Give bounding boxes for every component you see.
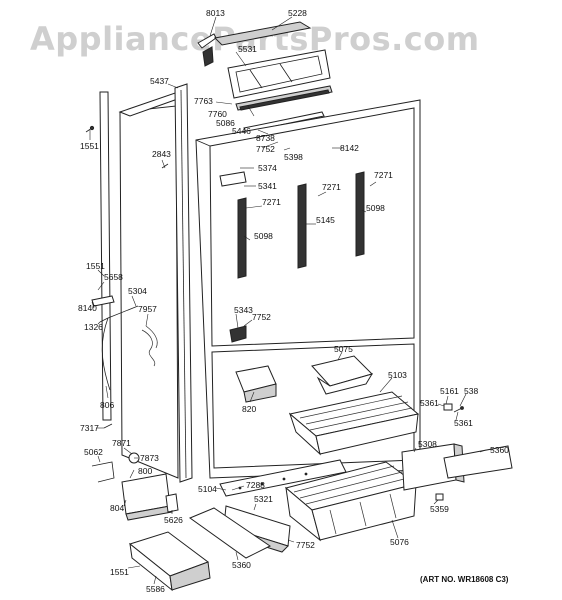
callout-5321: 5321 — [254, 494, 273, 504]
callout-5658: 5658 — [104, 272, 123, 282]
callout-1326: 1326 — [84, 322, 103, 332]
callout-5437: 5437 — [150, 76, 169, 86]
part-806-tube — [101, 317, 111, 391]
part-5076-lower-basket — [284, 461, 418, 542]
callout-5361-right: 5361 — [454, 418, 473, 428]
callout-804: 804 — [110, 503, 124, 513]
callout-5343: 5343 — [234, 305, 253, 315]
callout-8140: 8140 — [78, 303, 97, 313]
callout-7271-left: 7271 — [262, 197, 281, 207]
callout-806: 806 — [100, 400, 114, 410]
part-5062-bracket — [91, 461, 115, 483]
callout-7957: 7957 — [138, 304, 157, 314]
callout-5104: 5104 — [198, 484, 217, 494]
callout-8013: 8013 — [206, 8, 225, 18]
part-538-screw — [453, 406, 464, 413]
part-5360-cover-right — [443, 445, 513, 479]
callout-7871: 7871 — [112, 438, 131, 448]
part-5075-pan — [311, 355, 374, 395]
part-5626-clip — [165, 493, 179, 513]
callout-1551-bottom: 1551 — [110, 567, 129, 577]
callout-7288: 7288 — [246, 480, 265, 490]
part-5098-rail-right — [355, 171, 365, 257]
callout-1551-top: 1551 — [80, 141, 99, 151]
part-7760-rail — [235, 85, 333, 111]
callout-5098-left: 5098 — [254, 231, 273, 241]
art-number: (ART NO. WR18608 C3) — [420, 575, 509, 584]
callout-5098-right: 5098 — [366, 203, 385, 213]
callout-820: 820 — [242, 404, 256, 414]
part-screw-7317 — [103, 423, 113, 429]
part-trim-strip-left — [99, 91, 112, 421]
callout-5062: 5062 — [84, 447, 103, 457]
part-cabinet-side-panel — [118, 91, 188, 479]
part-5586-housing — [128, 531, 211, 592]
callout-5076: 5076 — [390, 537, 409, 547]
callout-8142: 8142 — [340, 143, 359, 153]
part-5228 — [213, 21, 312, 46]
callout-5360-right: 5360 — [490, 445, 509, 455]
callout-5361-left: 5361 — [420, 398, 439, 408]
callout-5161: 5161 — [440, 386, 459, 396]
callout-7752-mid: 7752 — [252, 312, 271, 322]
part-7957-harness — [141, 325, 158, 367]
callout-5359: 5359 — [430, 504, 449, 514]
callout-5531: 5531 — [238, 44, 257, 54]
callout-labels: 8013 5228 5531 5437 7763 7760 5086 5446 … — [78, 8, 509, 594]
part-5341-bracket — [219, 171, 247, 187]
callout-7317: 7317 — [80, 423, 99, 433]
part-5103-upper-basket — [288, 391, 420, 456]
part-5304-tube — [91, 295, 139, 319]
part-5343-bracket — [229, 325, 247, 343]
callout-5360-bottom: 5360 — [232, 560, 251, 570]
callout-7763: 7763 — [194, 96, 213, 106]
callout-538: 538 — [464, 386, 478, 396]
part-5104-grille — [219, 459, 347, 497]
callout-800: 800 — [138, 466, 152, 476]
callout-7752-bottom: 7752 — [296, 540, 315, 550]
callout-7873: 7873 — [140, 453, 159, 463]
leader-lines — [89, 16, 487, 585]
part-screw-2843 — [161, 163, 169, 169]
callout-5145: 5145 — [316, 215, 335, 225]
part-screw-1551-top — [85, 125, 95, 133]
part-5359-bushing — [435, 493, 444, 501]
callout-5626: 5626 — [164, 515, 183, 525]
part-5437-vertical-trim — [174, 83, 193, 483]
callout-7271-right: 7271 — [374, 170, 393, 180]
callout-5586: 5586 — [146, 584, 165, 594]
part-5145-rail-middle — [297, 183, 307, 269]
callout-7752-top: 7752 — [256, 144, 275, 154]
callout-5398: 5398 — [284, 152, 303, 162]
part-800-valve — [121, 473, 173, 521]
part-5098-rail-left — [237, 197, 247, 279]
callout-5086: 5086 — [216, 118, 235, 128]
callout-5075: 5075 — [334, 344, 353, 354]
callout-2843: 2843 — [152, 149, 171, 159]
part-5446-strip — [243, 111, 325, 133]
callout-5103: 5103 — [388, 370, 407, 380]
callout-5341: 5341 — [258, 181, 277, 191]
callout-7271-middle: 7271 — [322, 182, 341, 192]
part-5531-glass-panel — [227, 49, 331, 99]
part-screw-1326 — [99, 317, 109, 323]
callout-1551-mid: 1551 — [86, 261, 105, 271]
callout-5304: 5304 — [128, 286, 147, 296]
callout-5228: 5228 — [288, 8, 307, 18]
callout-7760: 7760 — [208, 109, 227, 119]
callout-5308: 5308 — [418, 439, 437, 449]
callout-5374: 5374 — [258, 163, 277, 173]
callout-5446: 5446 — [232, 126, 251, 136]
part-5360-cover-bottom — [188, 507, 271, 559]
callout-8738: 8738 — [256, 133, 275, 143]
part-5361-bushing — [443, 403, 453, 411]
